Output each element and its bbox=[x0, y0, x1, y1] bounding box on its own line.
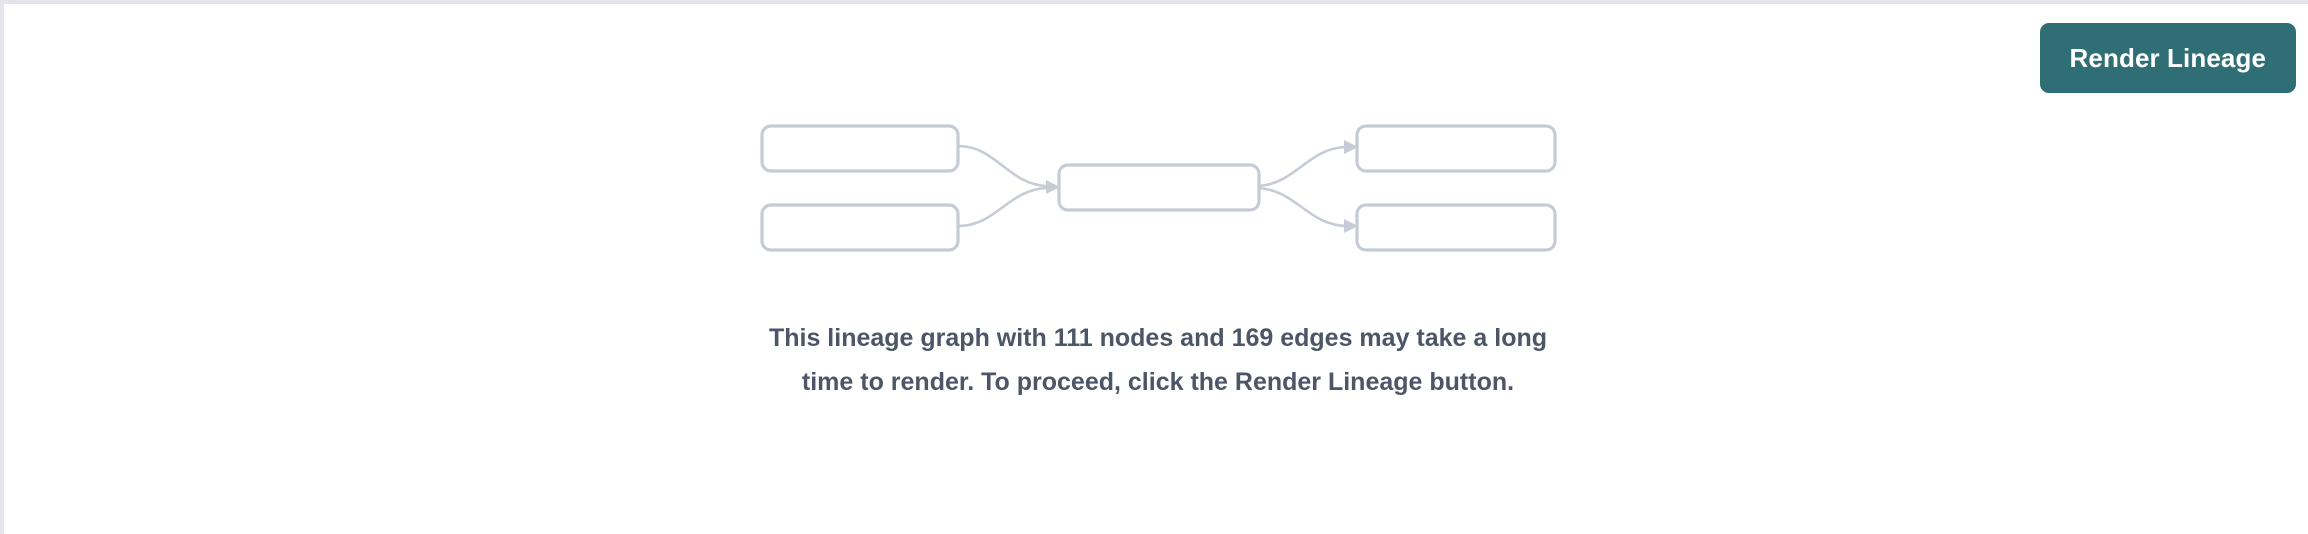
edge-path-out-top bbox=[1257, 145, 1347, 188]
edge-arrowhead-in bbox=[1046, 180, 1060, 194]
lineage-empty-state: This lineage graph with 111 nodes and 16… bbox=[4, 124, 2308, 404]
lineage-warning-message: This lineage graph with 111 nodes and 16… bbox=[768, 324, 1548, 396]
edge-arrowhead-out-top bbox=[1344, 140, 1358, 154]
edge-path-out-bottom bbox=[1257, 186, 1347, 228]
edge-arrowhead-out-bottom bbox=[1344, 219, 1358, 233]
graph-node-upstream-1 bbox=[760, 124, 960, 173]
edge-path-in-bottom bbox=[957, 186, 1047, 228]
graph-node-center bbox=[1057, 163, 1261, 212]
graph-node-upstream-2 bbox=[760, 203, 960, 252]
edge-path-in-top bbox=[957, 144, 1047, 188]
lineage-placeholder-graph-icon bbox=[760, 124, 1557, 252]
graph-node-downstream-1 bbox=[1355, 124, 1557, 173]
toolbar: Render Lineage bbox=[2039, 22, 2296, 94]
graph-node-downstream-2 bbox=[1355, 203, 1557, 252]
render-lineage-button[interactable]: Render Lineage bbox=[2039, 23, 2296, 93]
